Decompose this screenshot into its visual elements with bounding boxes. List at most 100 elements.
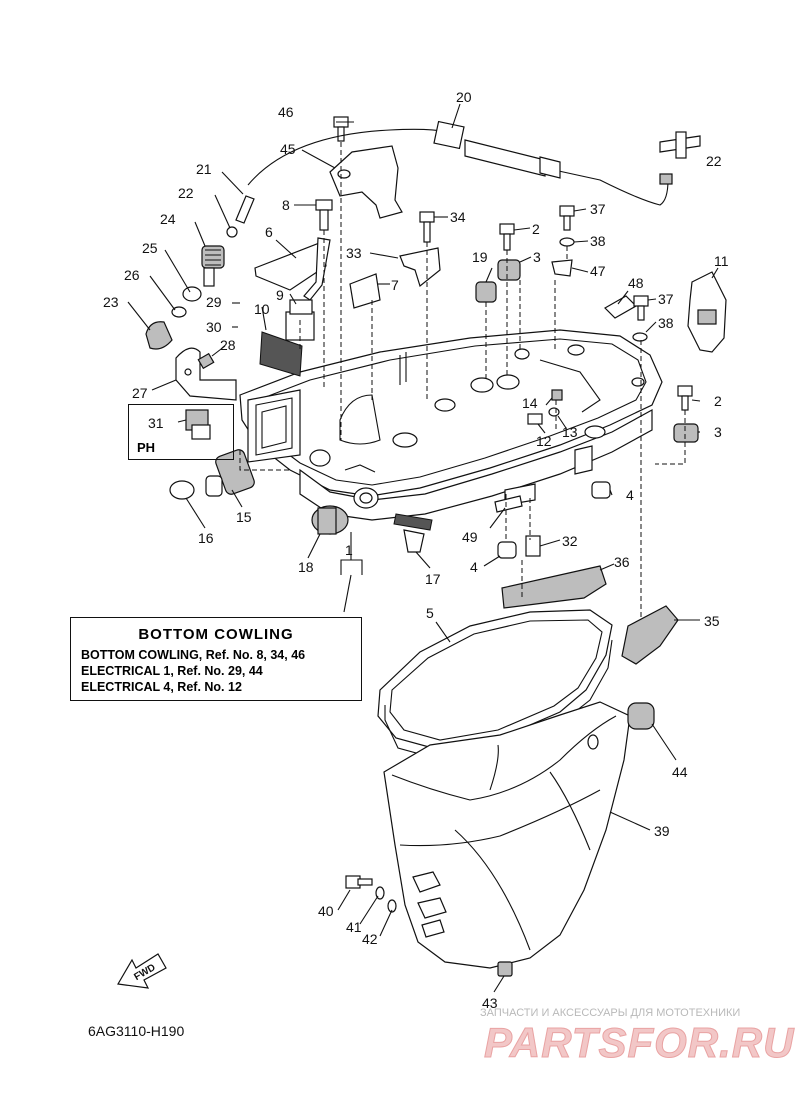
callout-43: 43 [482, 995, 498, 1011]
callout-25: 25 [142, 240, 158, 256]
fitting-22-right [659, 131, 701, 185]
callout-15: 15 [236, 509, 252, 525]
diagram-code: 6AG3110-H190 [88, 1023, 185, 1039]
legend-line-1: BOTTOM COWLING, Ref. No. 8, 34, 46 [81, 648, 306, 662]
callout-3: 3 [533, 249, 541, 265]
callout-45: 45 [280, 141, 296, 157]
callout-18: 18 [298, 559, 314, 575]
callout-10: 10 [254, 301, 270, 317]
bolt-2-right [677, 385, 693, 411]
knob-26 [171, 306, 187, 318]
plate-6 [254, 237, 331, 301]
callout-39: 39 [654, 823, 670, 839]
callout-48: 48 [628, 275, 644, 291]
collar-4-right [591, 481, 611, 499]
callout-42: 42 [362, 931, 378, 947]
label-48 [604, 295, 637, 319]
callout-36: 36 [614, 554, 630, 570]
callout-6: 6 [265, 224, 273, 240]
callout-16: 16 [198, 530, 214, 546]
callout-37: 37 [658, 291, 674, 307]
bolt-2-top [499, 223, 515, 251]
watermark-tagline: ЗАПЧАСТИ И АКСЕССУАРЫ ДЛЯ МОТОТЕХНИКИ [480, 1007, 741, 1019]
grommet-3-top [497, 259, 521, 281]
callout-30: 30 [206, 319, 222, 335]
bolt-37-top [559, 205, 575, 231]
label-49 [494, 495, 523, 513]
callout-33: 33 [346, 245, 362, 261]
cap-23 [145, 321, 173, 350]
block-9 [285, 299, 315, 341]
callout-4: 4 [626, 487, 634, 503]
screw-40 [345, 875, 373, 889]
callout-34: 34 [450, 209, 466, 225]
callout-23: 23 [103, 294, 119, 310]
collar-4-lower [497, 541, 517, 559]
callout-24: 24 [160, 211, 176, 227]
callout-46: 46 [278, 104, 294, 120]
callout-7: 7 [391, 277, 399, 293]
washer-38-top [559, 237, 575, 247]
ph-variant-box: PH [128, 404, 234, 460]
callout-14: 14 [522, 395, 538, 411]
callout-47: 47 [590, 263, 606, 279]
bolt-34 [419, 211, 435, 243]
callout-28: 28 [220, 337, 236, 353]
bracket-35 [621, 605, 679, 665]
screw-12 [527, 413, 543, 425]
callout-31: 31 [148, 415, 164, 431]
clip-22-left [226, 226, 238, 238]
callout-9: 9 [276, 287, 284, 303]
connector-31 [185, 409, 211, 440]
callout-27: 27 [132, 385, 148, 401]
callout-8: 8 [282, 197, 290, 213]
screw-28 [197, 352, 215, 370]
lower-cowling-39 [383, 701, 631, 969]
callout-40: 40 [318, 903, 334, 919]
washer-42 [387, 899, 397, 913]
screw-14 [551, 389, 563, 401]
boot-15 [205, 449, 255, 497]
bracket-11 [687, 271, 727, 353]
watermark-logo: PARTSFOR.RU [483, 1019, 795, 1067]
ph-label: PH [137, 440, 156, 455]
callout-21: 21 [196, 161, 212, 177]
callout-19: 19 [472, 249, 488, 265]
clip-7 [349, 273, 381, 309]
callout-2: 2 [714, 393, 722, 409]
callout-29: 29 [206, 294, 222, 310]
fwd-arrow: FWD [117, 953, 167, 989]
bracket-45 [329, 145, 403, 219]
callout-13: 13 [562, 424, 578, 440]
callout-22: 22 [706, 153, 722, 169]
callout-38: 38 [658, 315, 674, 331]
bracket-36 [501, 565, 607, 609]
legend-title: BOTTOM COWLING [138, 626, 294, 643]
grommet-44 [627, 702, 655, 730]
callout-1: 1 [345, 542, 353, 558]
clip-32 [525, 535, 541, 557]
callout-37: 37 [590, 201, 606, 217]
clamp-16 [169, 480, 195, 500]
washer-13 [548, 407, 560, 417]
callout-35: 35 [704, 613, 720, 629]
callout-32: 32 [562, 533, 578, 549]
knob-25 [182, 267, 215, 302]
collar-19 [475, 281, 497, 303]
clamp-33 [399, 247, 441, 288]
grommet-3-right [673, 423, 699, 443]
block-10 [259, 331, 303, 377]
callout-numbers: 1 2 2 3 3 4 4 4 5 6 7 8 9 10 11 12 13 14… [103, 89, 729, 1011]
callout-2: 2 [532, 221, 540, 237]
legend-line-2: ELECTRICAL 1, Ref. No. 29, 44 [81, 664, 263, 678]
washer-38-right [632, 332, 648, 342]
leader-lines [127, 103, 719, 993]
bracket-27 [175, 347, 237, 401]
callout-5: 5 [426, 605, 434, 621]
bolt-37-right [633, 295, 649, 321]
callout-11: 11 [714, 253, 729, 269]
callout-3: 3 [714, 424, 722, 440]
callout-41: 41 [346, 919, 362, 935]
grommet-18 [311, 505, 349, 535]
